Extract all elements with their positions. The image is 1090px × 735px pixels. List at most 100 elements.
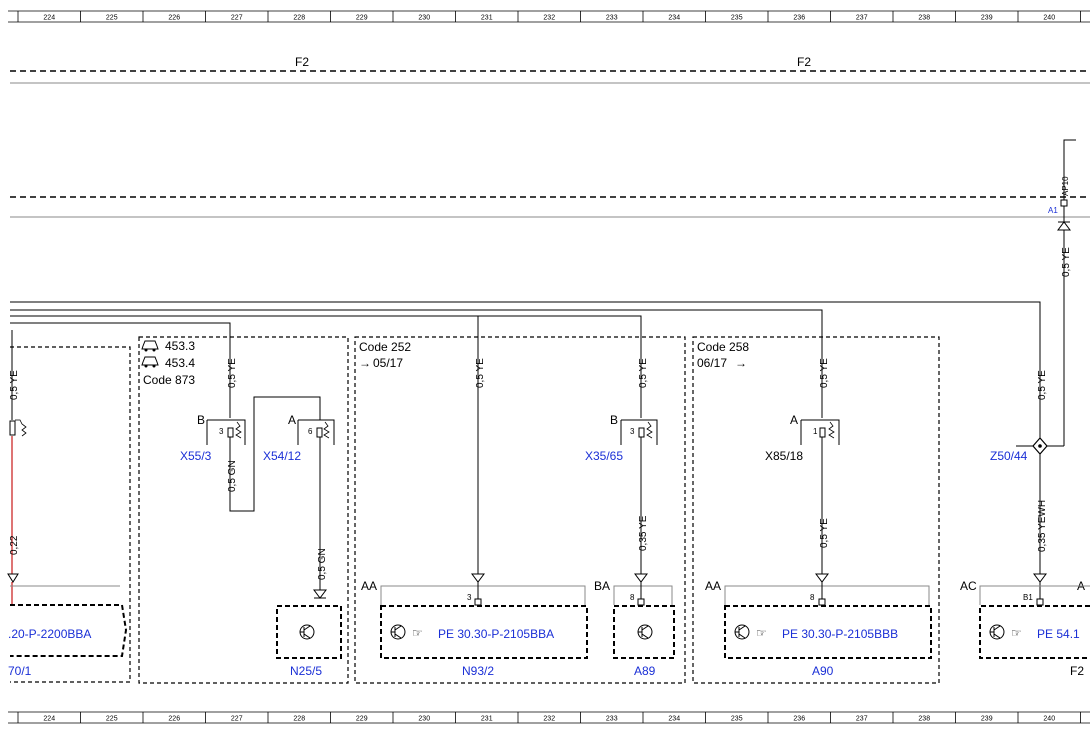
ruler-column-number: 230 — [418, 716, 430, 723]
car-icon — [141, 356, 159, 368]
ruler-column-number: 239 — [981, 15, 993, 22]
ruler-column-number: 233 — [606, 15, 618, 22]
ruler-column-number: 231 — [481, 15, 493, 22]
bus-wire-2 — [10, 309, 823, 418]
ruler-column-number: 236 — [793, 716, 805, 723]
pin-b1: B1 — [1023, 593, 1033, 602]
right-section: 0,5 YE Z50/44 0,35 YEWH AC A B1 ☞ PE 54.… — [960, 370, 1090, 678]
wire-label-ap10: 0,5 YE — [1061, 247, 1072, 277]
wire1-258: 0,5 YE — [819, 358, 830, 388]
splice-z50-44[interactable]: Z50/44 — [990, 449, 1028, 463]
connector-x85-18: X85/18 — [765, 449, 803, 463]
ba-label-252: BA — [594, 579, 610, 593]
arrow-icon: → — [735, 356, 747, 370]
code-258-label: Code 258 — [697, 340, 749, 354]
pin-letter-b: B — [197, 413, 205, 427]
aa-label-252: AA — [361, 579, 377, 593]
ruler-column-number: 239 — [981, 716, 993, 723]
pin-letter-a-258: A — [790, 413, 798, 427]
pin8-a89: 8 — [630, 593, 635, 602]
wire2-258: 0,5 YE — [819, 518, 830, 548]
pin-no-3-252: 3 — [630, 427, 635, 436]
wire-in-873: 0,5 YE — [227, 358, 238, 388]
wire3-252: 0,35 YE — [638, 515, 649, 551]
ruler-column-number: 229 — [356, 716, 368, 723]
unit-n25-5-box — [276, 605, 342, 659]
bus-wire-4 — [10, 322, 231, 418]
model-453-4: 453.4 — [165, 356, 195, 370]
ruler-column-number: 238 — [918, 716, 930, 723]
ref-a1: A1 — [1048, 206, 1058, 215]
hand-pointer-icon: ☞ — [412, 626, 423, 640]
ruler-column-number: 231 — [481, 716, 493, 723]
car-icon — [141, 340, 159, 352]
wire1-252: 0,5 YE — [475, 358, 486, 388]
arrow-icon: → — [359, 356, 371, 370]
wire1-right: 0,5 YE — [1037, 370, 1048, 400]
unit-a90: A90 — [812, 664, 834, 678]
ruler-column-number: 224 — [43, 716, 55, 723]
hand-pointer-icon: ☞ — [1011, 626, 1022, 640]
wire2-252: 0,5 YE — [638, 358, 649, 388]
ruler-column-number: 224 — [43, 15, 55, 22]
code-873-label: Code 873 — [143, 373, 195, 387]
left-wire-bottom: 0,22 — [9, 535, 20, 555]
ruler-column-number: 235 — [731, 716, 743, 723]
ruler-column-number: 228 — [293, 716, 305, 723]
ruler-column-number: 235 — [731, 15, 743, 22]
ruler-column-number: 232 — [543, 716, 555, 723]
pin-no-3: 3 — [219, 427, 224, 436]
ruler-column-number: 237 — [856, 15, 868, 22]
ruler-column-number: 226 — [168, 15, 180, 22]
pe-ref-a90[interactable]: PE 30.30-P-2105BBB — [782, 627, 898, 641]
pe-ref-right[interactable]: PE 54.1 — [1037, 627, 1080, 641]
pin-ap10: AP10 — [1061, 176, 1070, 196]
bus-wire-5 — [478, 315, 642, 418]
connector-x55-3[interactable]: X55/3 — [180, 449, 212, 463]
unit-n25-5[interactable]: N25/5 — [290, 664, 322, 678]
wire-mid-873: 0,5 GN — [227, 460, 238, 492]
unit-a89[interactable]: A89 — [634, 664, 656, 678]
code-252-label: Code 252 — [359, 340, 411, 354]
hand-pointer-icon: ☞ — [756, 626, 767, 640]
left-unit-ref[interactable]: 70/1 — [8, 664, 32, 678]
ruler-column-number: 234 — [668, 15, 680, 22]
ruler-column-number: 237 — [856, 716, 868, 723]
pe-ref-n93-2[interactable]: PE 30.30-P-2105BBA — [438, 627, 554, 641]
pin3-n93-2: 3 — [467, 593, 472, 602]
bus-wire-3 — [10, 315, 479, 578]
connector-x35-65[interactable]: X35/65 — [585, 449, 623, 463]
aa-label-258: AA — [705, 579, 721, 593]
fuse-label-left: F2 — [295, 55, 309, 69]
left-wire-top: 0,5 YE — [9, 370, 20, 400]
transistor-icon — [299, 624, 315, 640]
ruler-column-number: 240 — [1043, 15, 1055, 22]
pin-letter-b-252: B — [610, 413, 618, 427]
code-252-date: 05/17 — [373, 356, 403, 370]
block-code-258: Code 258 06/17 → 0,5 YE A 1 X85/18 0,5 Y… — [692, 336, 940, 684]
unit-a90-box — [724, 605, 932, 659]
ruler-column-number: 236 — [793, 15, 805, 22]
model-453-3: 453.3 — [165, 339, 195, 353]
pin-no-1-258: 1 — [813, 427, 818, 436]
transistor-icon — [734, 624, 750, 640]
wire-out-873: 0,5 GN — [317, 548, 328, 580]
transistor-icon — [637, 624, 653, 640]
ruler-column-number: 227 — [231, 15, 243, 22]
left-partial-block: 0,5 YE 0,22 .20-P-2200BBA 70/1 — [7, 330, 131, 683]
transistor-icon — [390, 624, 406, 640]
left-pe-ref[interactable]: .20-P-2200BBA — [8, 627, 91, 641]
transistor-icon — [989, 624, 1005, 640]
ruler-column-number: 226 — [168, 716, 180, 723]
ruler-column-number: 232 — [543, 15, 555, 22]
connector-x54-12[interactable]: X54/12 — [263, 449, 301, 463]
unit-n93-2[interactable]: N93/2 — [462, 664, 494, 678]
unit-n93-2-box — [380, 605, 588, 659]
unit-right-box — [979, 605, 1090, 659]
bus-wire-1 — [10, 301, 1041, 438]
ruler-column-number: 225 — [106, 716, 118, 723]
pin8-a90: 8 — [810, 593, 815, 602]
